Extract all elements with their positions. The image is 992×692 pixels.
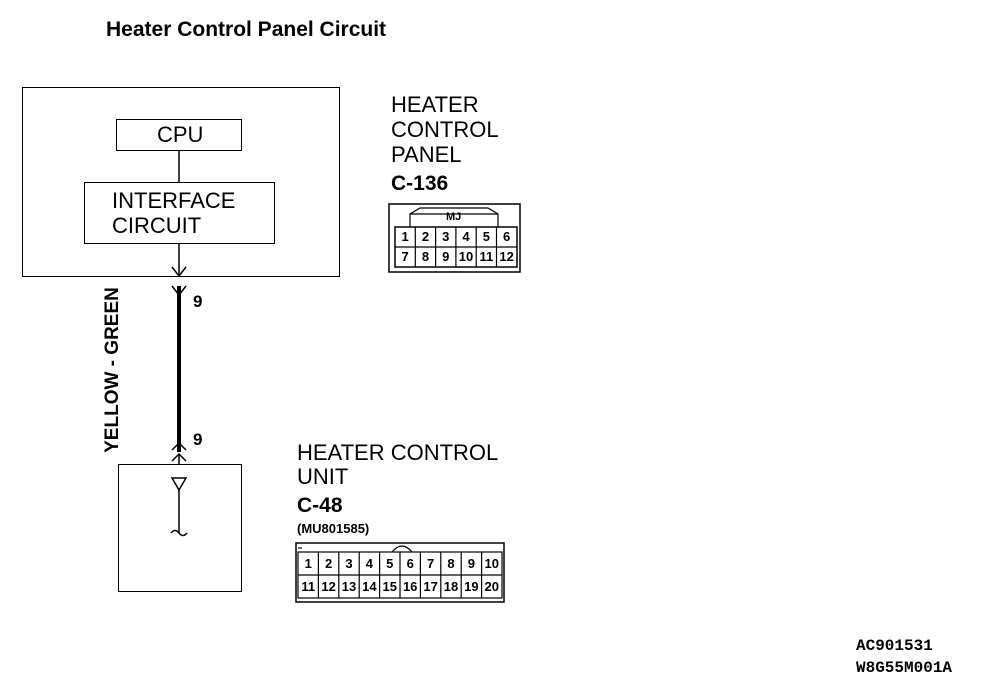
connector-pin-label: 9 xyxy=(467,556,475,571)
unit-connector-id: C-48 xyxy=(297,494,343,517)
connector-c48-face xyxy=(295,542,505,603)
wire-pin-unit: 9 xyxy=(193,430,203,449)
connector-pin-label: 4 xyxy=(462,229,470,244)
connector-pin-label: 1 xyxy=(304,556,312,571)
wire-color-label: YELLOW - GREEN xyxy=(102,287,123,453)
connector-pin-label: 17 xyxy=(423,579,438,594)
panel-connector-id: C-136 xyxy=(391,172,449,195)
panel-name-line1: HEATER xyxy=(391,92,479,117)
wire-pin-panel: 9 xyxy=(193,292,203,311)
connector-pin-label: 8 xyxy=(421,249,430,264)
connector-pin-label: 11 xyxy=(479,249,494,264)
interface-label-line1: INTERFACE xyxy=(112,188,236,213)
connector-pin-label: 6 xyxy=(503,229,511,244)
connector-c136-face xyxy=(388,203,521,273)
unit-name-line1: HEATER CONTROL xyxy=(297,440,499,465)
panel-name-line2: CONTROL xyxy=(391,117,499,142)
connector-pin-label: 4 xyxy=(365,556,373,571)
connector-pin-label: 13 xyxy=(341,579,357,594)
connector-pin-label: 12 xyxy=(499,249,514,264)
panel-connector-tag: MJ xyxy=(446,211,462,223)
interface-label-line2: CIRCUIT xyxy=(112,213,202,238)
connector-pin-label: 2 xyxy=(421,229,430,244)
connector-pin-label: 10 xyxy=(458,249,474,264)
connector-pin-label: 5 xyxy=(482,229,490,244)
unit-connector-chevron-1 xyxy=(171,441,187,451)
panel-name-line3: PANEL xyxy=(391,142,462,167)
diagram-title: Heater Control Panel Circuit xyxy=(106,18,387,41)
connector-pin-label: 1 xyxy=(401,229,409,244)
connector-pin-label: 9 xyxy=(442,249,450,264)
connector-pin-label: 8 xyxy=(447,556,455,571)
figure-drawing-code: W8G55M001A xyxy=(856,659,953,677)
unit-part-number: (MU801585) xyxy=(297,521,370,536)
input-tail xyxy=(170,529,188,537)
connector-pin-label: 20 xyxy=(484,579,500,594)
connector-pin-label: 2 xyxy=(324,556,333,571)
connector-pin-label: 14 xyxy=(362,579,377,594)
connector-pin-label: 12 xyxy=(321,579,336,594)
heater-control-unit-box xyxy=(118,464,242,592)
connector-pin-label: 6 xyxy=(406,556,414,571)
unit-name-line2: UNIT xyxy=(297,464,349,489)
connector-pin-label: 11 xyxy=(301,579,316,594)
connector-pin-label: 10 xyxy=(484,556,500,571)
connector-pin-label: 3 xyxy=(442,229,450,244)
figure-code: AC901531 xyxy=(856,637,933,655)
connector-pin-label: 7 xyxy=(401,249,409,264)
heater-control-panel-box xyxy=(22,87,340,277)
connector-pin-label: 19 xyxy=(464,579,479,594)
connector-pin-label: 3 xyxy=(345,556,353,571)
cpu-block: CPU xyxy=(116,119,242,151)
connector-pin-label: 5 xyxy=(386,556,394,571)
connector-pin-label: 15 xyxy=(382,579,398,594)
connector-pin-label: 7 xyxy=(426,556,435,571)
panel-connector-chevron-1 xyxy=(171,266,187,278)
connector-pin-label: 16 xyxy=(402,579,418,594)
cpu-label: CPU xyxy=(157,122,204,147)
input-triangle-symbol xyxy=(170,477,188,492)
connector-pin-label: 18 xyxy=(443,579,459,594)
interface-circuit-block: INTERFACE CIRCUIT xyxy=(84,182,275,244)
